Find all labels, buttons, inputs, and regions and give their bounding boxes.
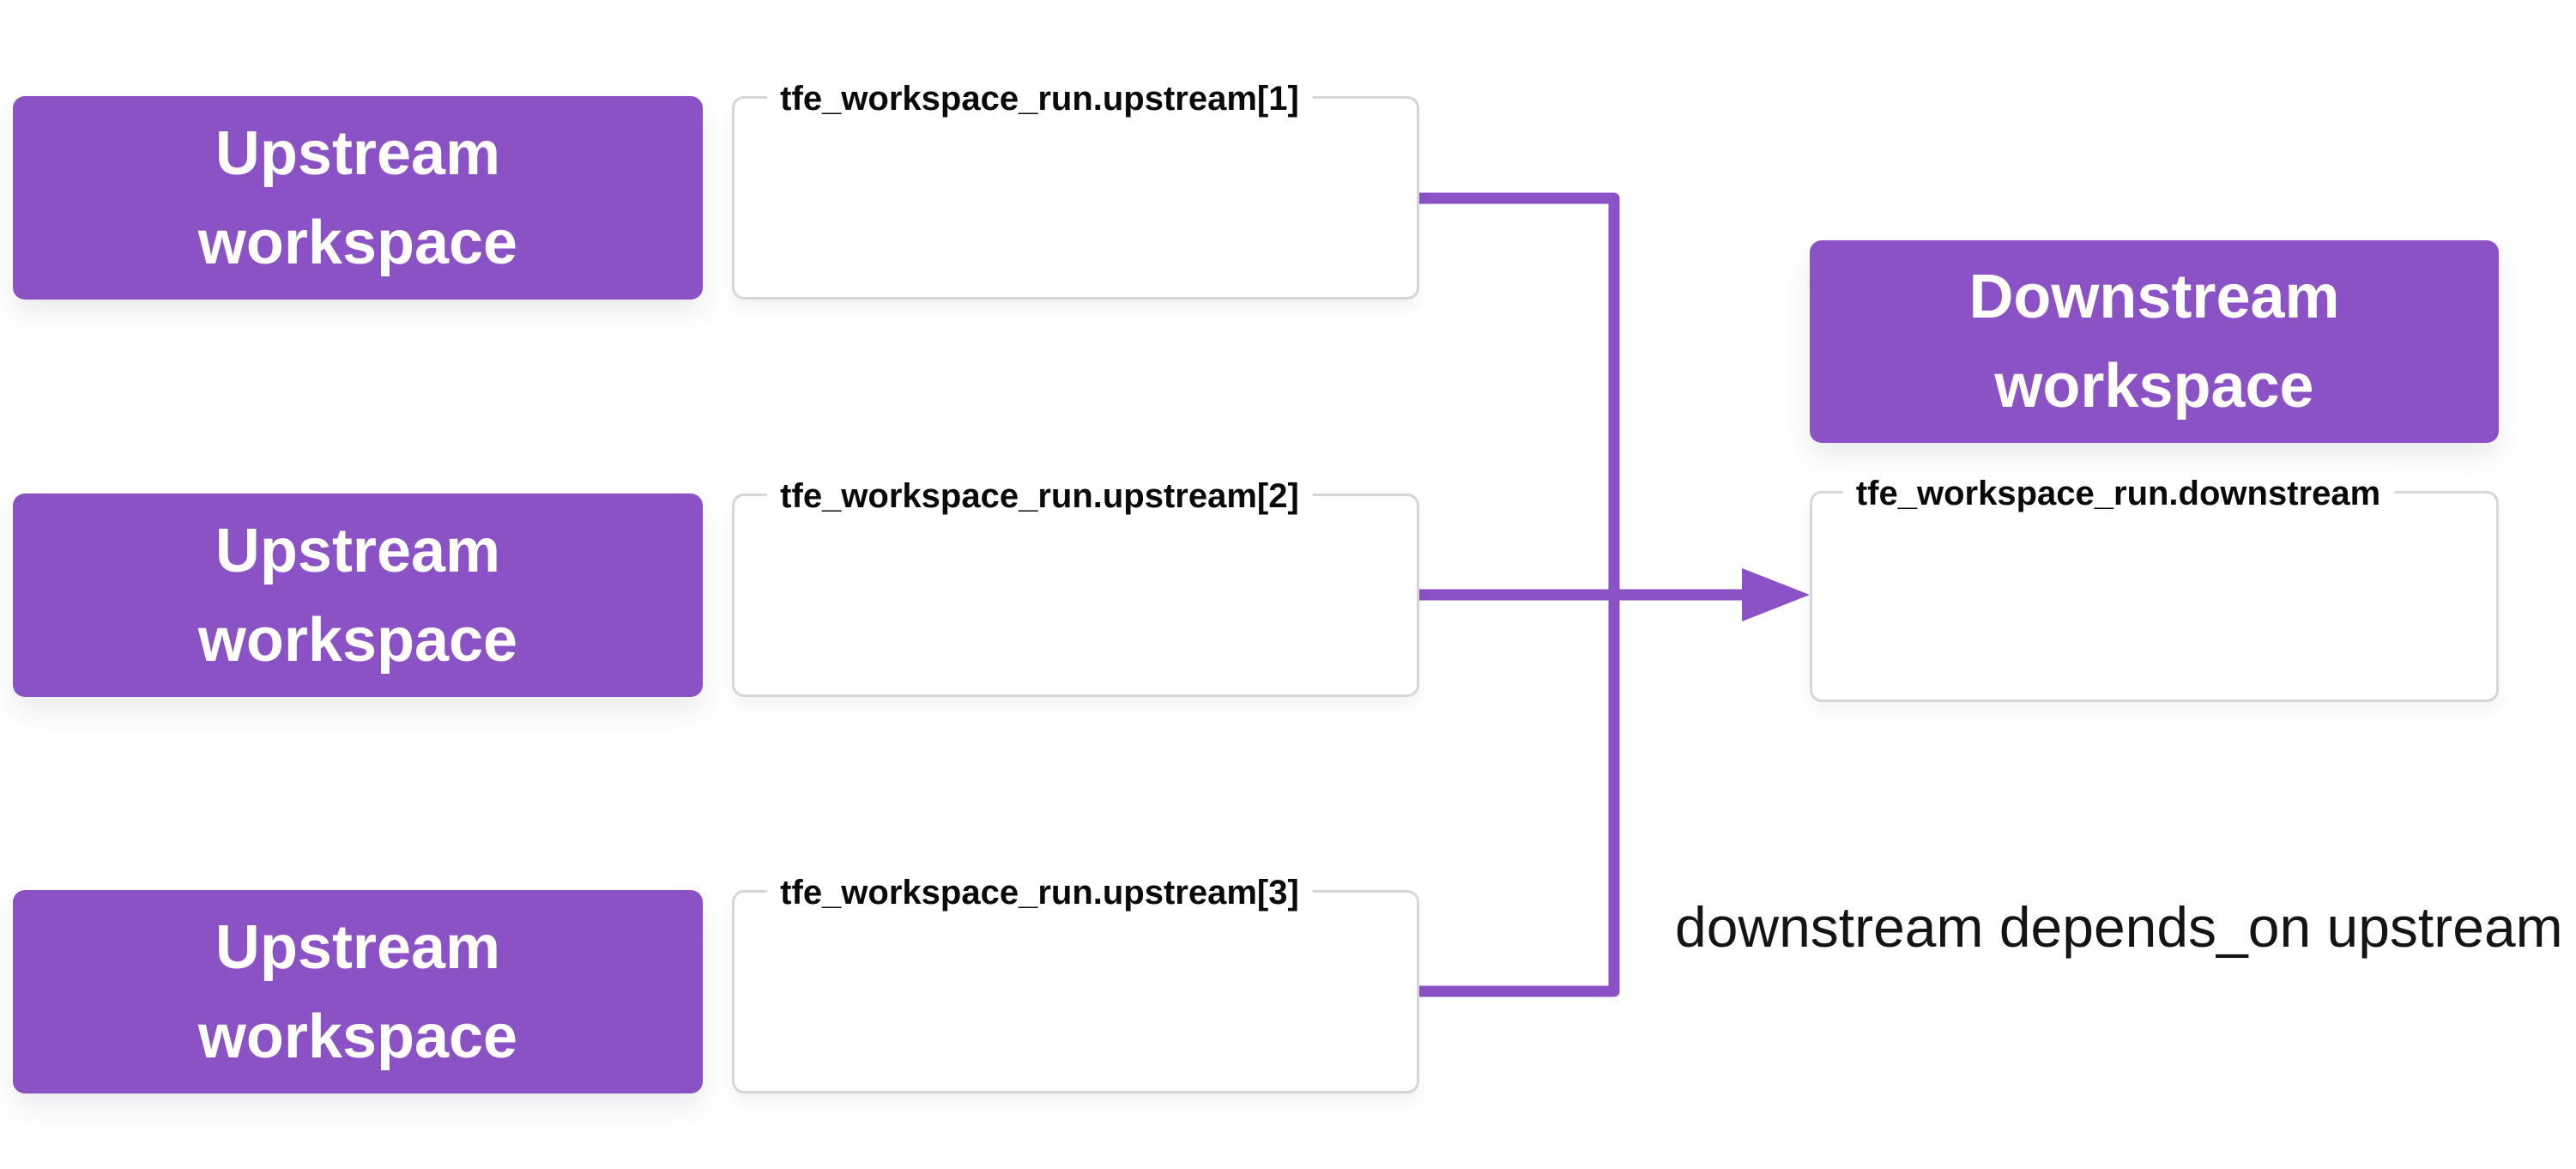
- arrowhead-icon: [1742, 568, 1810, 621]
- upstream-resource-label-3: tfe_workspace_run.upstream[3]: [766, 872, 1313, 913]
- dependency-caption: downstream depends_on upstream: [1675, 895, 2563, 959]
- upstream-resource-label-2: tfe_workspace_run.upstream[2]: [766, 475, 1313, 517]
- upstream-workspace-title-3: Upstream workspace: [197, 912, 518, 1071]
- upstream-workspace-title-1: Upstream workspace: [197, 118, 518, 277]
- upstream-resource-box-1: tfe_workspace_run.upstream[1]: [732, 78, 1419, 300]
- upstream-workspace-node-2: Upstream workspace: [13, 494, 703, 697]
- upstream-resource-box-2: tfe_workspace_run.upstream[2]: [732, 475, 1419, 697]
- downstream-workspace-title: Downstream workspace: [1968, 263, 2340, 421]
- upstream-workspace-node-1: Upstream workspace: [13, 96, 703, 300]
- downstream-resource-label: tfe_workspace_run.downstream: [1841, 473, 2395, 514]
- upstream-workspace-node-3: Upstream workspace: [13, 890, 703, 1093]
- downstream-workspace-node: Downstream workspace: [1810, 240, 2499, 443]
- upstream-resource-label-1: tfe_workspace_run.upstream[1]: [766, 78, 1313, 119]
- upstream-workspace-title-2: Upstream workspace: [197, 516, 518, 675]
- upstream-resource-box-3: tfe_workspace_run.upstream[3]: [732, 872, 1419, 1093]
- upstream-trunk-line: [1419, 192, 1620, 997]
- downstream-resource-box: tfe_workspace_run.downstream: [1810, 473, 2499, 702]
